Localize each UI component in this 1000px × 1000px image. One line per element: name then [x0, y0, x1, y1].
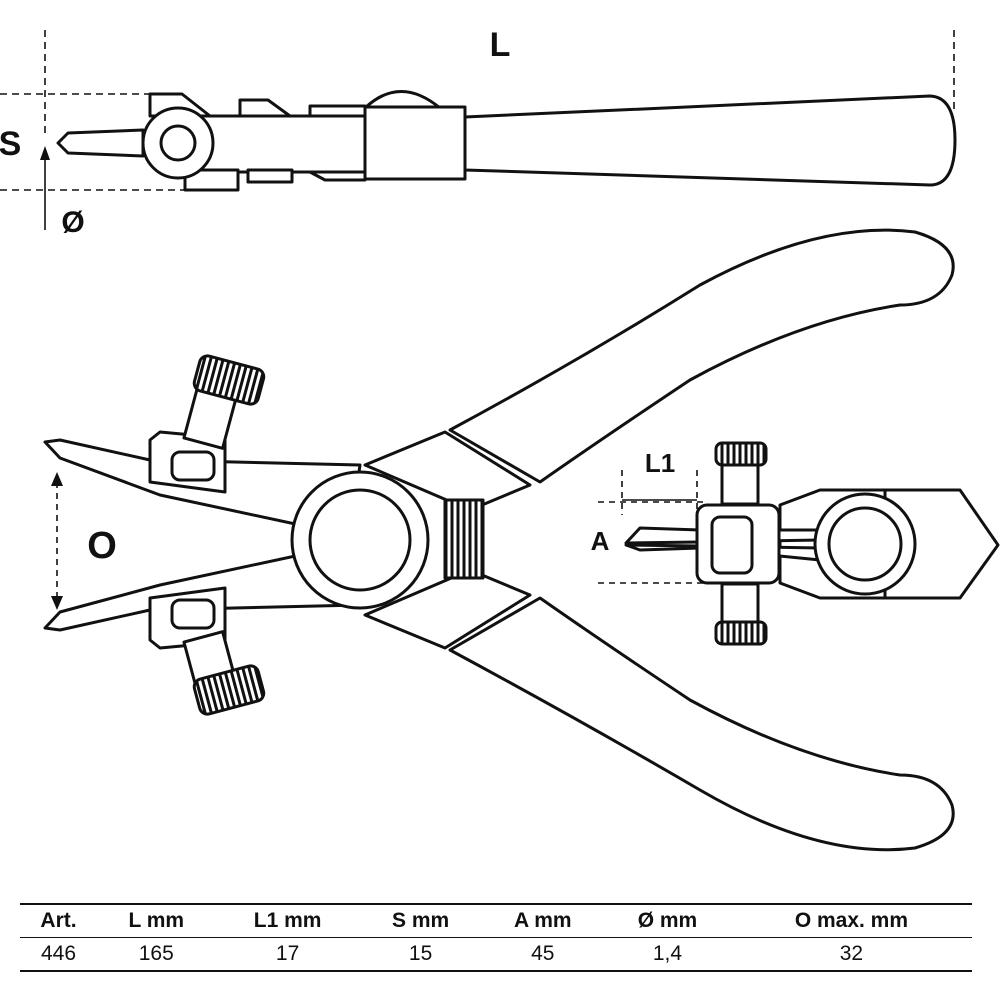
col-art: Art. — [40, 909, 77, 932]
lower-screw-slot — [170, 598, 216, 630]
cell-angle: 45 — [531, 942, 555, 965]
upper-handle-sleeve-end — [363, 430, 532, 512]
col-tip-length: L1 mm — [253, 909, 322, 932]
opening-dimension — [51, 472, 63, 610]
detail-pivot-inner — [827, 506, 903, 582]
detail-lower-knurled-knob — [714, 620, 768, 646]
plier-technical-drawing: L S Ø O L1 A — [0, 26, 1000, 852]
lower-handle-sleeve-end — [363, 568, 532, 650]
col-opening-max: O max. mm — [794, 909, 909, 932]
label-length: L — [490, 26, 511, 64]
table-row: 446 165 17 15 45 1,4 32 — [20, 938, 972, 971]
top-view — [0, 30, 957, 230]
top-handle — [443, 94, 957, 187]
pivot-inner — [308, 488, 412, 592]
top-block-6 — [308, 170, 367, 182]
cell-length: 165 — [138, 942, 174, 965]
label-tip-diameter: Ø — [61, 206, 84, 239]
main-view — [43, 228, 955, 852]
top-ring-inner — [159, 124, 197, 162]
top-screw-block-3 — [238, 98, 292, 118]
cell-opening-max: 32 — [839, 942, 864, 965]
label-opening: O — [87, 525, 117, 567]
top-tip — [56, 128, 145, 158]
detail-view — [598, 441, 1000, 646]
detail-lower-screw-shaft — [720, 582, 760, 626]
upper-knurled-knob — [192, 354, 266, 406]
col-diameter: Ø mm — [637, 909, 698, 932]
top-screw-block-2 — [183, 168, 240, 192]
top-block-5 — [308, 104, 367, 118]
cell-art: 446 — [40, 942, 77, 965]
cell-tip-offset: 15 — [408, 942, 433, 965]
spec-table: Art. L mm L1 mm S mm A mm Ø mm O max. mm… — [20, 903, 972, 972]
detail-upper-screw-shaft — [720, 460, 760, 506]
col-length: L mm — [128, 909, 185, 932]
col-tip-offset: S mm — [391, 909, 450, 932]
label-angle: A — [591, 526, 610, 556]
spring — [443, 498, 485, 580]
label-tip-length: L1 — [645, 448, 675, 478]
detail-upper-knurled-knob — [714, 441, 768, 467]
col-angle: A mm — [513, 909, 572, 932]
top-joint — [363, 105, 467, 181]
upper-handle — [448, 228, 955, 484]
lower-handle — [448, 596, 955, 852]
cell-tip-length: 17 — [275, 942, 300, 965]
detail-screw-slot — [710, 515, 754, 575]
spec-table-header-row: Art. L mm L1 mm S mm A mm Ø mm O max. mm — [20, 904, 972, 938]
lower-knurled-knob — [192, 664, 266, 716]
cell-diameter: 1,4 — [652, 942, 683, 965]
label-tip-offset: S — [0, 125, 21, 163]
top-screw-block-4 — [246, 168, 294, 184]
length-dimension-lines — [0, 30, 955, 191]
upper-screw-slot — [170, 450, 216, 482]
